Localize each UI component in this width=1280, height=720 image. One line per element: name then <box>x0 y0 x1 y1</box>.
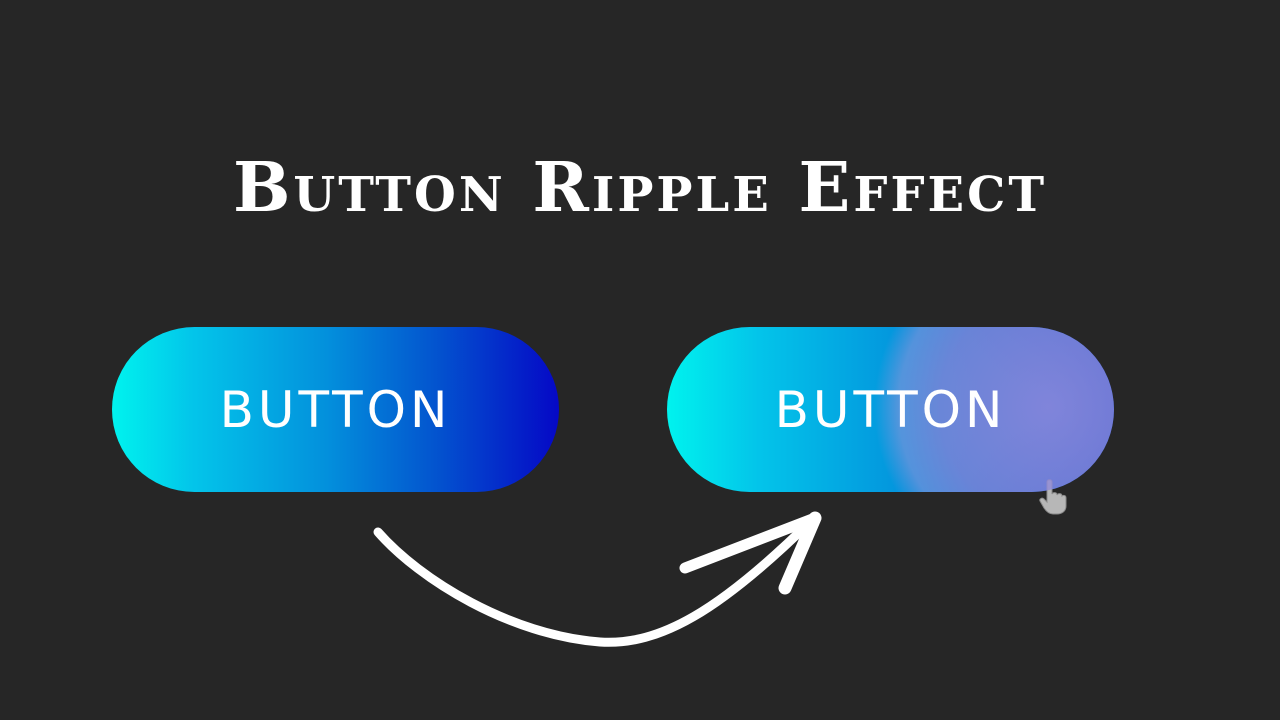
button-normal[interactable]: BUTTON <box>112 327 559 492</box>
ripple-wave <box>867 327 1114 492</box>
page-title: Button Ripple Effect <box>232 148 1048 228</box>
button-ripple-label: BUTTON <box>774 380 1007 439</box>
curved-arrow-icon <box>373 511 822 647</box>
button-normal-label: BUTTON <box>219 380 452 439</box>
hand-pointer-icon <box>1039 479 1067 515</box>
button-ripple[interactable]: BUTTON <box>667 327 1114 492</box>
